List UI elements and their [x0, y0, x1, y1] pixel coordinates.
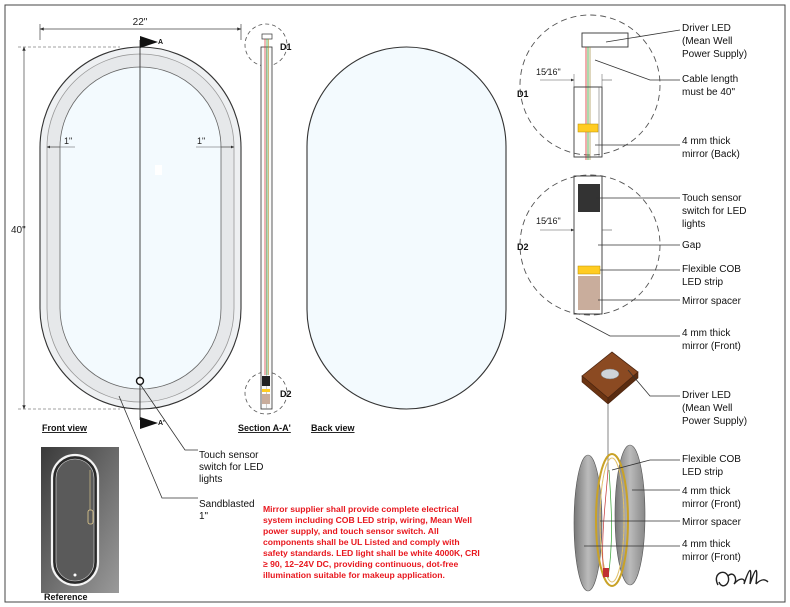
height-dimension-label: 40": [11, 225, 26, 236]
detail-mark-d2-section: D2: [280, 389, 292, 399]
border-left-label: 1": [64, 136, 72, 146]
callout-gap: Gap: [682, 240, 701, 251]
signature: [715, 569, 769, 587]
callout-mirror-front-iso-2: 4 mm thick mirror (Front): [682, 539, 741, 563]
callout-sandblasted: Sandblasted 1": [199, 499, 257, 522]
sheet-border: [4, 4, 786, 603]
callout-driver-led-top: Driver LED (Mean Well Power Supply): [682, 23, 747, 60]
reference-label: Reference: [44, 592, 88, 602]
cob-strip-block: [577, 265, 601, 275]
callout-cob-strip-iso: Flexible COB LED strip: [682, 454, 744, 478]
detail-mark-d1: D1: [517, 89, 529, 99]
touch-sensor-block: [578, 184, 600, 212]
iso-front-pane: [573, 454, 603, 592]
driver-box-detail: [581, 32, 629, 48]
detail-mark-d1-section: D1: [280, 42, 292, 52]
callout-mirror-front-detail: 4 mm thick mirror (Front): [682, 328, 741, 352]
front-view-label: Front view: [42, 423, 88, 433]
callout-mirror-back: 4 mm thick mirror (Back): [682, 136, 740, 160]
back-view: Back view: [306, 46, 507, 433]
touch-sensor-icon: [135, 376, 145, 386]
section-mark-a-prime: A': [158, 420, 165, 427]
callout-mirror-front-iso-1: 4 mm thick mirror (Front): [682, 486, 741, 510]
section-view-label: Section A-A': [238, 423, 291, 433]
thickness-d1-label: 15⁄16": [536, 67, 561, 77]
reference-photo: Reference: [41, 447, 119, 602]
section-mark-a: A: [158, 39, 163, 46]
iso-callout-lines: [584, 369, 680, 547]
callout-touch-sensor-front: Touch sensor switch for LED lights: [199, 450, 266, 485]
callout-mirror-spacer-detail: Mirror spacer: [682, 296, 742, 307]
back-view-label: Back view: [311, 423, 356, 433]
width-dimension-label: 22": [133, 17, 148, 28]
front-mirror-glass: [59, 66, 222, 390]
callout-mirror-spacer-iso: Mirror spacer: [682, 517, 742, 528]
detail-mark-d2: D2: [517, 242, 529, 252]
section-view: D1 D2 Section A-A': [238, 23, 292, 433]
callout-cob-strip-detail: Flexible COB LED strip: [682, 264, 744, 288]
callout-cable-length: Cable length must be 40": [682, 74, 741, 98]
callout-touch-sensor-detail: Touch sensor switch for LED lights: [682, 193, 749, 230]
border-right-label: 1": [197, 136, 205, 146]
thickness-d2-label: 15⁄16": [536, 216, 561, 226]
front-view: 22" 40" 1" 1" A A' Front view To: [11, 17, 266, 522]
spacer-block: [578, 276, 600, 310]
back-mirror: [306, 46, 507, 410]
iso-led-ring: [595, 453, 629, 587]
isometric-view: [573, 351, 646, 592]
spec-note: Mirror supplier shall provide complete e…: [263, 504, 482, 580]
detail-d1: D1 15⁄16": [517, 14, 661, 160]
callout-driver-led-iso: Driver LED (Mean Well Power Supply): [682, 390, 747, 427]
detail-callout-lines: [575, 29, 681, 337]
iso-back-pane: [614, 444, 646, 586]
